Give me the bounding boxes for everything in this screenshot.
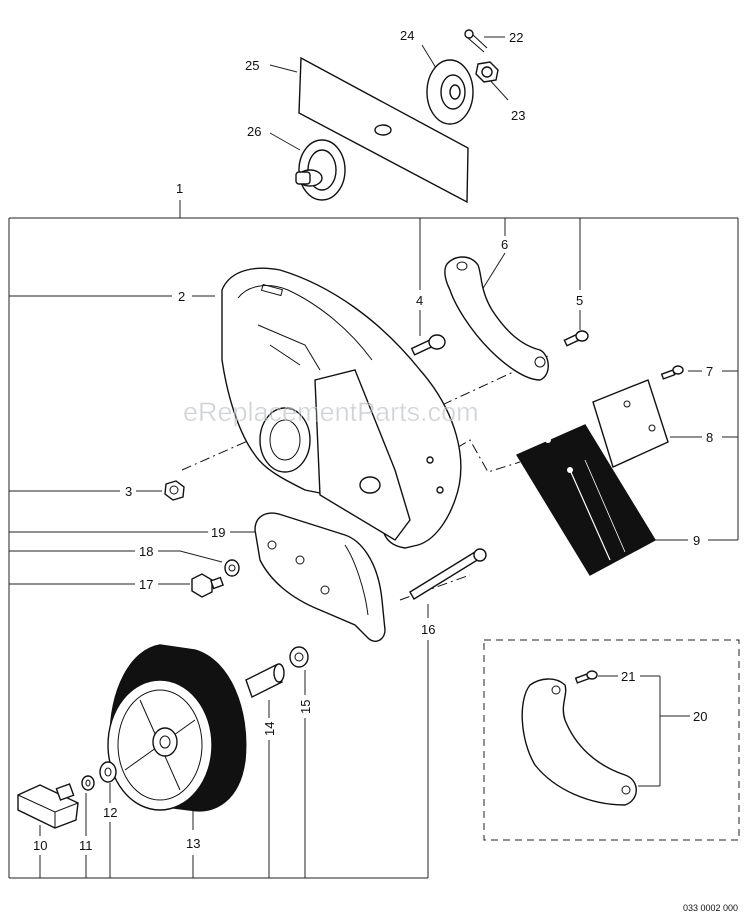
washer-part-11 [81, 775, 95, 791]
cotter-pin-part-22 [464, 29, 488, 53]
long-bolt-part-16 [409, 548, 487, 600]
knob-part-10 [17, 783, 79, 829]
callout-18: 18 [139, 544, 153, 559]
callout-3: 3 [125, 484, 132, 499]
wheel-part-13 [107, 644, 247, 812]
watermark-text: eReplacementParts.com [183, 397, 479, 427]
callout-21: 21 [621, 669, 635, 684]
deflector-part-20 [521, 678, 637, 806]
blade-adapter-part-26 [295, 139, 346, 201]
callout-15: 15 [298, 700, 313, 714]
callout-5: 5 [576, 293, 583, 308]
callout-12: 12 [103, 805, 117, 820]
callout-4: 4 [416, 293, 423, 308]
bolt-part-4 [410, 334, 446, 356]
callout-24: 24 [400, 28, 414, 43]
drawing-code: 033 0002 000 [683, 903, 738, 913]
screw-part-5 [563, 330, 589, 347]
washer-part-15 [289, 646, 309, 668]
washer-part-12 [99, 761, 117, 783]
blade-guard-part-2 [221, 267, 462, 549]
callout-6: 6 [501, 237, 508, 252]
callout-labels: 1 2 3 4 5 6 7 8 9 10 11 12 13 14 15 16 1… [33, 28, 713, 853]
callout-8: 8 [706, 430, 713, 445]
callout-25: 25 [245, 58, 259, 73]
plate-part-8 [592, 379, 669, 468]
callout-16: 16 [421, 622, 435, 637]
callout-10: 10 [33, 838, 47, 853]
callout-17: 17 [139, 577, 153, 592]
rubber-flap-part-9 [515, 424, 656, 576]
callout-7: 7 [706, 364, 713, 379]
callout-26: 26 [247, 124, 261, 139]
callout-14: 14 [262, 722, 277, 736]
callout-2: 2 [178, 289, 185, 304]
bolt-part-17 [191, 573, 224, 598]
screw-part-7 [660, 365, 684, 380]
callout-9: 9 [693, 533, 700, 548]
callout-11: 11 [79, 838, 93, 853]
callout-13: 13 [186, 836, 200, 851]
callout-22: 22 [509, 30, 523, 45]
nut-part-23 [475, 61, 499, 83]
blade-part-25 [298, 56, 469, 204]
callout-19: 19 [211, 525, 225, 540]
bracket-arm-part-6 [444, 256, 549, 381]
washer-part-18 [224, 559, 240, 577]
callout-1: 1 [176, 181, 183, 196]
callout-20: 20 [693, 709, 707, 724]
optional-kit-box [483, 639, 740, 841]
leader-lines [8, 36, 739, 879]
mounting-plate-part-19 [254, 512, 386, 642]
screw-part-21 [574, 670, 598, 684]
spacer-part-14 [245, 663, 285, 698]
nut-part-3 [164, 480, 185, 501]
callout-23: 23 [511, 108, 525, 123]
flange-washer-part-24 [426, 59, 474, 125]
